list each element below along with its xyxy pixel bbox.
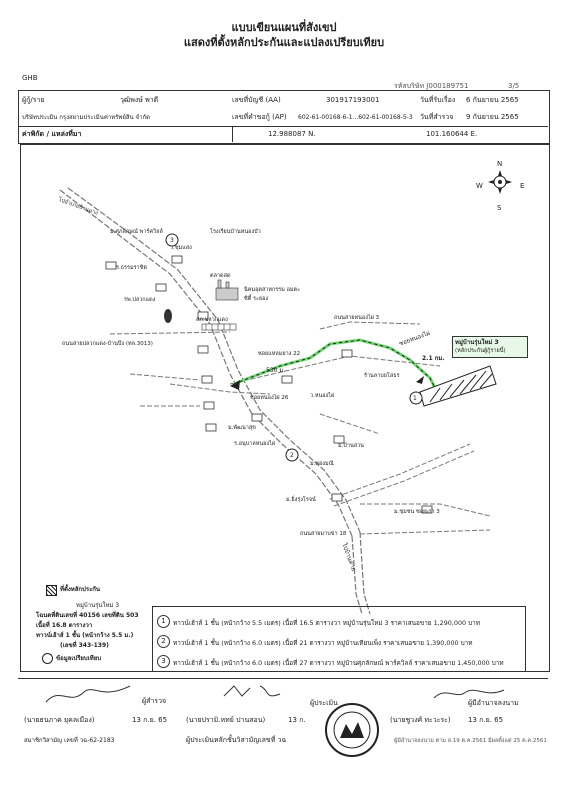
compass-rose [488, 170, 512, 194]
subject-hatch-icon [46, 585, 57, 596]
legend-line5: (เลขที่ 343-139) [60, 642, 109, 649]
comparison-text-1: ทาวน์เฮ้าส์ 1 ชั้น (หน้ากว้าง 5.5 เมตร) … [173, 619, 480, 627]
map-label-road-d: ถนนสายมาบข่า 18 [300, 531, 347, 537]
comparison-circle-icon [42, 653, 53, 664]
map-label-village-e: ม.ยิ่งรุ่งโรจน์ [286, 497, 316, 503]
comparison-no-1: 1 [157, 615, 170, 628]
map-label-main-road: ถนนสายปลวกแดง-บ้านบึง (ทล.3013) [62, 341, 153, 347]
compass-south: S [497, 204, 502, 212]
latitude: 12.988087 N. [268, 130, 316, 138]
surveyor-date: 13 ก.ย. 65 [132, 716, 168, 724]
org-code: GHB [22, 74, 38, 82]
map-legend: ที่ตั้งหลักประกัน หมู่บ้านรุ่นใหม่ 3 โฉน… [36, 583, 166, 667]
surveyor-signature [45, 685, 131, 703]
location-map [59, 170, 512, 615]
legend-line3: เนื้อที่ 16.8 ตารางวา [36, 622, 93, 629]
coordinate-label: ค่าพิกัด / แหล่งที่มา [22, 130, 82, 138]
map-label-kiosk: ร้านลาบยโสธร [364, 373, 400, 379]
appraiser-date: 13 ก. [288, 716, 306, 724]
comparison-no-2: 2 [157, 635, 170, 648]
approver-label: ผู้มีอำนาจลงนาม [468, 699, 519, 707]
borrower-name: วุฒิพงษ์ พาดี [120, 96, 159, 104]
company-seal [325, 703, 379, 757]
appraiser-license: ผู้ประเมินหลักชั้นวิสามัญเลขที่ วฉ [186, 736, 287, 744]
map-label-village-c: ม.บ้านสวน [338, 443, 364, 449]
borrower-label: ผู้กู้/ราย [22, 96, 45, 104]
subject-callout-sub: (หลักประกันผู้กู้รายนี้) [455, 348, 506, 354]
document-title-line1: แบบเขียนแผนที่สังเขป [231, 21, 337, 34]
comparison-marker-1 [409, 391, 423, 405]
reference-code: รหัสบริษัท J000189751 [394, 82, 469, 90]
appraisal-number: 602-61-00168-6-1...602-61-00168-5-3 [298, 114, 413, 121]
compass-east: E [520, 182, 525, 190]
approver-name: (นายชูวงศ์ ทะวะระ) [390, 716, 451, 724]
loan-number-label: เลขที่บัญชี (AA) [232, 96, 281, 104]
map-label-soi-a: ถนนสายหนองไผ่ 3 [334, 315, 380, 321]
compass-north: N [497, 160, 503, 168]
survey-date-label: วันที่สำรวจ [420, 113, 454, 121]
map-label-school-1: ร.ธรรมราชิต [116, 265, 147, 271]
comparison-table: 1 ทาวน์เฮ้าส์ 1 ชั้น (หน้ากว้าง 5.5 เมตร… [152, 606, 526, 672]
approver-signature [433, 689, 505, 699]
map-label-village-b: ม.พัฒนาสุข [228, 425, 256, 431]
approver-date: 13 ก.ย. 65 [468, 716, 504, 724]
map-label-factory: นิคมอุตสาหกรรม อมตะซิตี้ ระยอง [244, 287, 301, 302]
legend-line4: ทาวน์เฮ้าส์ 1 ชั้น (หน้ากว้าง 5.5 ม.) [36, 632, 134, 639]
company-name: บริษัทประเมิน กรุงสยามประเมินค่าทรัพย์สิ… [22, 114, 150, 121]
map-label-market: ตลาดสด [210, 273, 231, 279]
map-label-office: โรงเรียนบ้านหนองบัว [210, 229, 261, 235]
map-label-village-d: ม.ทองมณี [310, 461, 334, 467]
surveyor-label: ผู้สำรวจ [142, 697, 167, 705]
subject-parcel [419, 365, 497, 407]
legend-title: ที่ตั้งหลักประกัน [60, 586, 101, 593]
map-label-temple-1: ว.ชุมแสง [170, 245, 192, 251]
survey-date: 9 กันยายน 2565 [466, 113, 519, 121]
surveyor-license: สมาชิกวิสามัญ เลขที่ วฉ-62-2183 [24, 737, 115, 744]
appraiser-name: (นายปรามิ.หทย์ ปานสอน) [186, 716, 266, 724]
subject-callout-title: หมู่บ้านรุ่นใหม่ 3 [455, 339, 499, 346]
map-label-soi-c: ซอยหนองไผ่ 26 [250, 395, 289, 401]
page-number: 3/5 [508, 82, 520, 90]
map-label-soi22: ซอยแหลมยาง 22 [258, 351, 301, 357]
legend-line6: ข้อมูลเปรียบเทียบ [56, 655, 102, 662]
map-label-village-a: ม.ศุภลักษณ์ พาร์ควิลล์ [110, 229, 163, 235]
comparison-text-3: ทาวน์เฮ้าส์ 1 ชั้น (หน้ากว้าง 6.0 เมตร) … [173, 659, 504, 667]
appraisal-number-label: เลขที่คำขอกู้ (AP) [232, 113, 287, 121]
document-title-line2: แสดงที่ตั้งหลักประกันและแปลงเปรียบเทียบ [183, 36, 385, 49]
map-label-distance-km: 2.1 กม. [422, 355, 445, 362]
compass-west: W [476, 182, 483, 190]
footer-note: ผู้มีอำนาจลงนาม ตาม ล.19 ต.ค.2561 มีผลตั… [394, 738, 547, 744]
appraiser-signature [223, 685, 281, 697]
map-marker-label-2: 2 [290, 452, 294, 459]
map-label-hospital: รพ.ปลวกแดง [124, 297, 156, 303]
map-label-distance-m: 530 ม. [266, 367, 286, 374]
longitude: 101.160644 E. [426, 130, 478, 138]
legend-line1: หมู่บ้านรุ่นใหม่ 3 [76, 602, 120, 609]
legend-line2: โฉนดที่ดินเลขที่ 40156 เลขที่ดิน 503 [36, 612, 139, 619]
comparison-marker-3 [165, 233, 179, 247]
map-marker-label-1: 1 [413, 395, 417, 402]
map-label-village-f: ม.ชุมชน ซอยเก่า 3 [394, 509, 440, 515]
map-marker-label-3: 3 [170, 237, 174, 244]
comparison-text-2: ทาวน์เฮ้าส์ 1 ชั้น (หน้ากว้าง 6.0 เมตร) … [173, 639, 473, 647]
map-label-school-2: ร.อนุบาลหนองไผ่ [234, 441, 276, 447]
comparison-no-3: 3 [157, 655, 170, 668]
map-label-police: สภ.ปลวกแดง [196, 317, 228, 323]
loan-number: 301917193001 [326, 96, 380, 104]
map-label-temple-2: ว.หนองไผ่ [310, 393, 335, 399]
signer-label: ผู้ประเมิน [310, 699, 338, 707]
subject-callout: หมู่บ้านรุ่นใหม่ 3 (หลักประกันผู้กู้รายน… [452, 336, 528, 358]
receive-date-label: วันที่รับเรื่อง [420, 96, 456, 104]
receive-date: 6 กันยายน 2565 [466, 96, 519, 104]
info-table [18, 90, 550, 144]
surveyor-name: (นายธนภาค ยุคลเมือง) [24, 716, 95, 724]
comparison-marker-2 [285, 448, 299, 462]
